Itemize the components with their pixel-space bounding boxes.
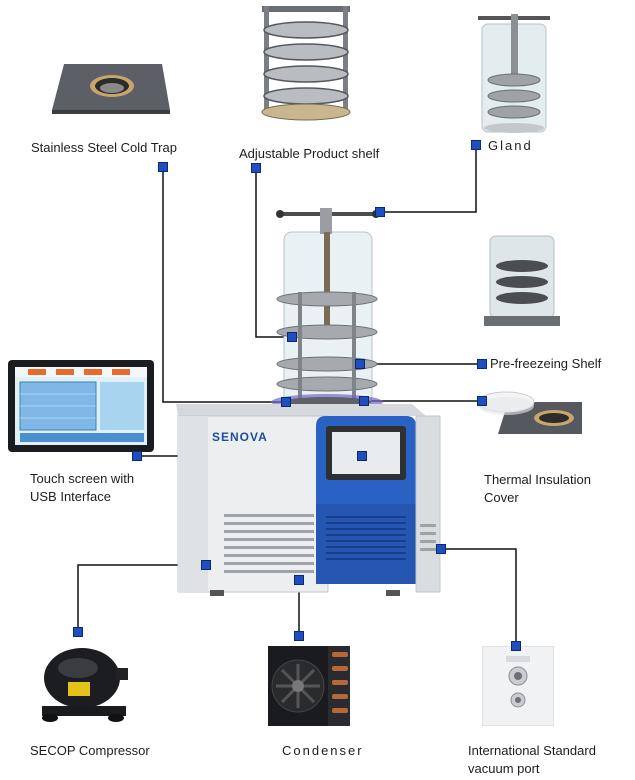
gland-image — [478, 14, 550, 133]
vacuum-port-image — [482, 646, 554, 726]
label-insulation-line1: Thermal Insulation — [484, 472, 591, 487]
marker-insulation-machine — [359, 396, 369, 406]
freeze-dryer-machine — [176, 208, 441, 596]
marker-product-shelf-top — [251, 163, 261, 173]
label-touch-screen-line2: USB Interface — [30, 489, 111, 504]
marker-compressor-machine — [201, 560, 211, 570]
connector-cold-trap — [162, 167, 286, 403]
label-product-shelf: Adjustable Product shelf — [239, 146, 380, 161]
label-touch-screen-line1: Touch screen with — [30, 471, 135, 486]
label-cold-trap: Stainless Steel Cold Trap — [31, 140, 177, 155]
marker-vacuum-image — [511, 641, 521, 651]
touch-screen-image — [8, 360, 154, 452]
product-shelf-image — [261, 6, 351, 121]
marker-prefreezing-machine — [355, 359, 365, 369]
label-vacuum-port: International Standard vacuum port — [468, 742, 628, 778]
label-vacuum-line2: vacuum port — [468, 761, 540, 776]
label-touch-screen: Touch screen with USB Interface — [30, 470, 160, 506]
condenser-image — [268, 646, 350, 726]
label-gland: Gland — [488, 138, 533, 153]
marker-gland — [471, 140, 481, 150]
marker-cold-trap-top — [158, 162, 168, 172]
label-insulation: Thermal Insulation Cover — [484, 471, 624, 507]
connector-gland — [378, 145, 477, 213]
prefreezing-shelf-image — [484, 235, 560, 326]
label-vacuum-line1: International Standard — [468, 743, 596, 758]
cold-trap-image — [52, 64, 170, 114]
marker-cold-trap-machine — [281, 397, 291, 407]
brand-logo: SENOVA — [212, 430, 268, 444]
marker-compressor-image — [73, 627, 83, 637]
marker-condenser-machine — [294, 575, 304, 585]
label-prefreezing-shelf: Pre-freezeing Shelf — [490, 356, 602, 371]
compressor-image — [42, 648, 128, 722]
marker-touch-screen-label — [132, 451, 142, 461]
connector-product-shelf — [255, 168, 292, 338]
label-insulation-line2: Cover — [484, 490, 519, 505]
connector-compressor — [77, 564, 206, 632]
marker-insulation-label — [477, 396, 487, 406]
marker-gland-machine — [375, 207, 385, 217]
marker-condenser-image — [294, 631, 304, 641]
marker-product-shelf-machine — [287, 332, 297, 342]
marker-vacuum-machine — [436, 544, 446, 554]
marker-touch-screen-machine — [357, 451, 367, 461]
connector-vacuum — [441, 548, 517, 645]
insulation-cover-image — [478, 391, 582, 434]
label-condenser: Condenser — [282, 743, 364, 758]
marker-prefreezing-label — [477, 359, 487, 369]
label-compressor: SECOP Compressor — [30, 743, 150, 758]
